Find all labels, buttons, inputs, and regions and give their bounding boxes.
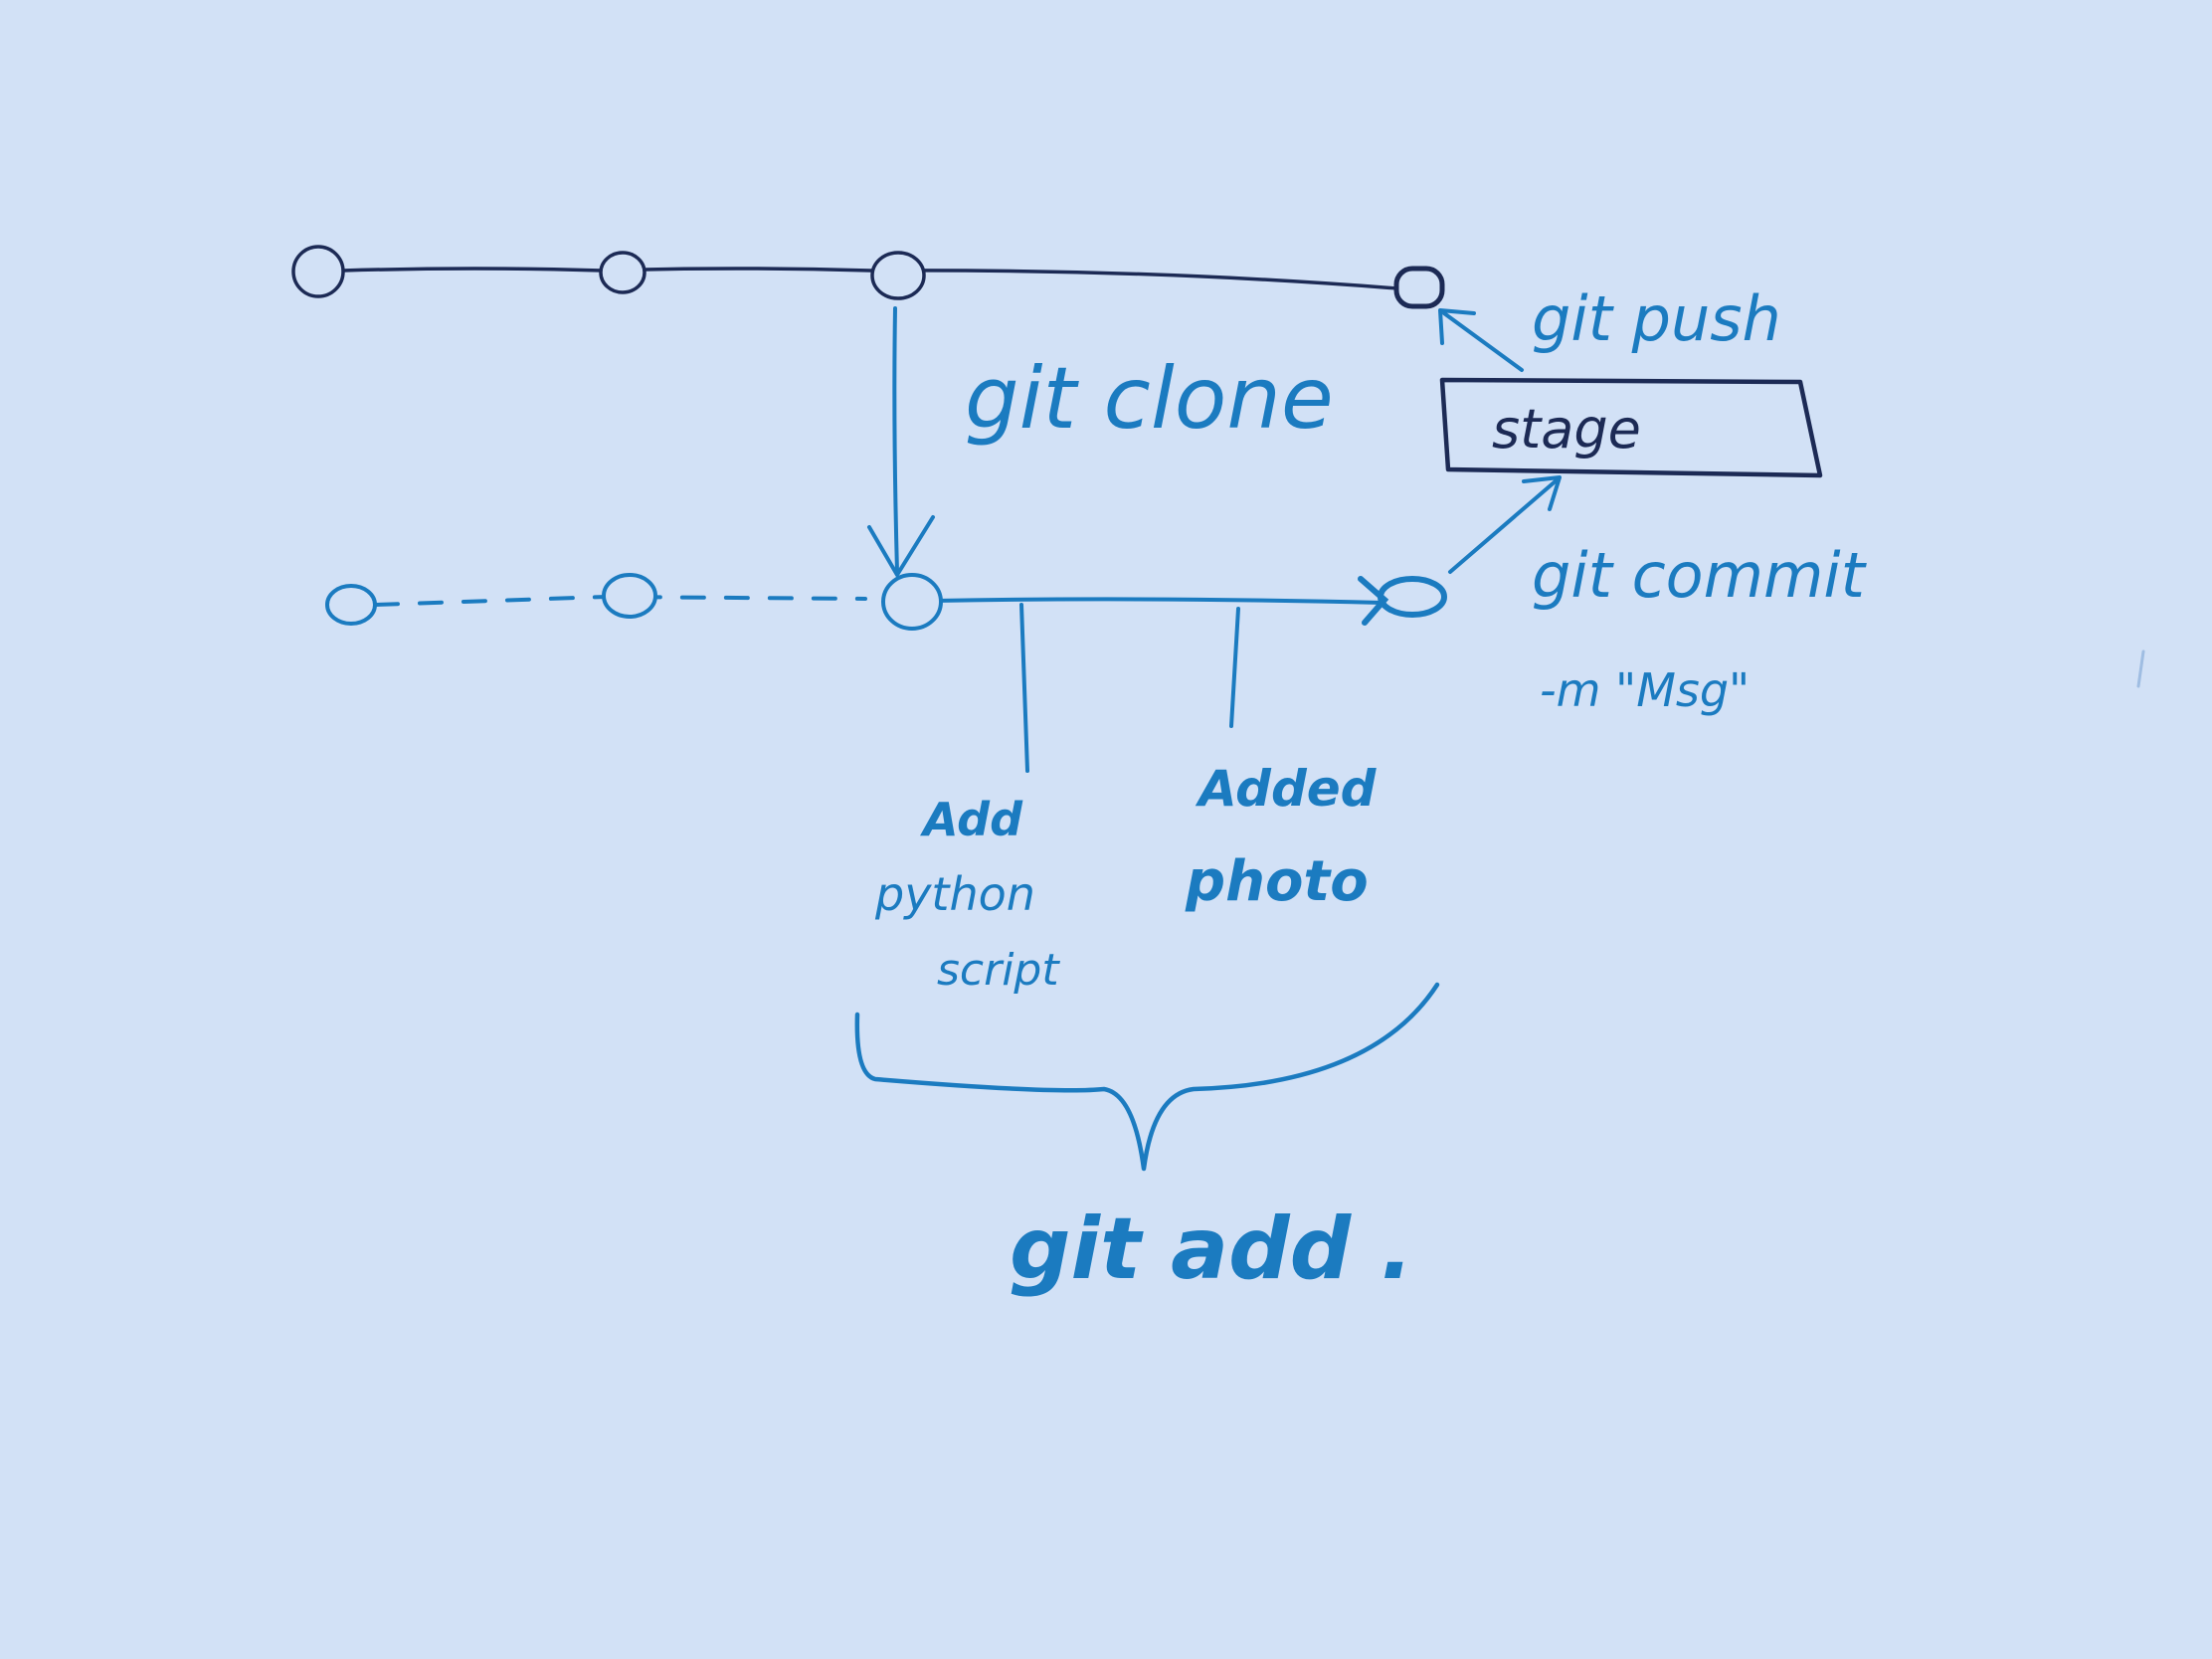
remote-commit-node [870, 251, 926, 300]
new-commit-node [1378, 576, 1447, 618]
push-arrow [1438, 308, 1524, 372]
push-arrow-shaft [1442, 311, 1524, 372]
local-commit-node [602, 573, 657, 619]
stage-box-outline [1439, 377, 1823, 478]
new-commit-arrowhead [1358, 576, 1389, 626]
change-2-label-line1: Added [1195, 760, 1378, 818]
local-branch-line [933, 597, 1384, 605]
remote-head-node [1393, 266, 1445, 309]
remote-commit-node [291, 245, 345, 298]
commit-message-flag-label: -m "Msg" [1540, 663, 1750, 717]
git-push-label: git push [1532, 282, 1781, 355]
clone-arrow-shaft [892, 306, 899, 574]
change-mark-photo [1229, 607, 1240, 728]
change-1-label-line2: python [874, 867, 1035, 921]
stray-mark [2136, 649, 2145, 688]
commit-arrow [1448, 475, 1562, 574]
remote-commit-node [599, 251, 646, 294]
local-commit-node [881, 573, 943, 631]
change-marks [1019, 603, 1240, 773]
change-2-label-line2: photo [1185, 849, 1369, 914]
remote-branch-line [341, 267, 1399, 290]
git-add-label: git add . [1010, 1199, 1413, 1299]
change-1-label-line1: Add [920, 793, 1023, 846]
clone-arrow [867, 306, 935, 577]
git-add-brace [854, 982, 1440, 1172]
local-commit-node [325, 584, 377, 626]
commit-arrow-head [1522, 475, 1562, 511]
remote-branch [291, 245, 1445, 309]
clone-arrow-head [867, 515, 935, 577]
git-commit-label: git commit [1532, 539, 1868, 612]
stage-box [1439, 377, 1823, 478]
git-clone-label: git clone [965, 349, 1334, 449]
commit-arrow-shaft [1448, 477, 1560, 574]
change-mark-script [1019, 603, 1029, 773]
stage-label: stage [1492, 398, 1641, 461]
local-branch [325, 573, 1447, 631]
change-1-label-line3: script [937, 945, 1060, 996]
push-arrow-head [1438, 308, 1476, 345]
